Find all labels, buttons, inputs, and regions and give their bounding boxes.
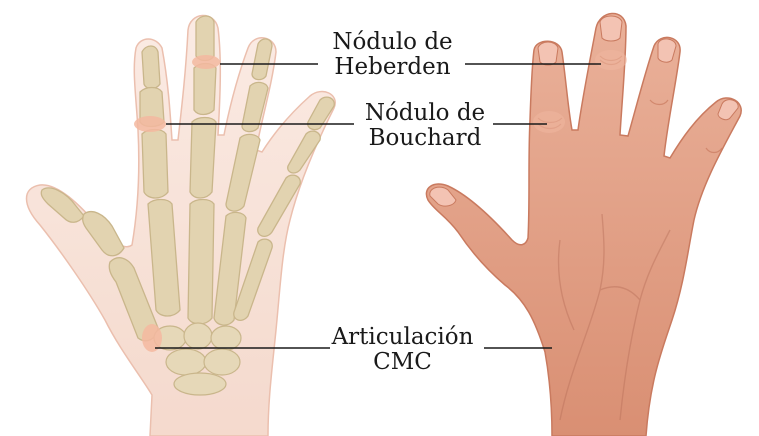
bouchard-label-line2: Bouchard: [360, 126, 490, 151]
bouchard-node-highlight: [134, 116, 166, 132]
index-distal-phalanx: [142, 46, 160, 89]
cmc-label-line1: Articulación: [330, 325, 475, 350]
swollen-pip-joint: [533, 111, 565, 133]
bouchard-node-label: Nódulo de Bouchard: [360, 101, 490, 151]
heberden-label-line1: Nódulo de: [325, 30, 460, 55]
bouchard-label-line1: Nódulo de: [360, 101, 490, 126]
skeleton-hand: [27, 15, 336, 436]
carpal-bone: [174, 373, 226, 395]
middle-proximal-phalanx: [190, 118, 216, 199]
middle-distal-phalanx: [196, 16, 214, 61]
index-proximal-phalanx: [142, 130, 168, 199]
middle-middle-phalanx: [194, 64, 216, 115]
middle-fingernail: [600, 16, 622, 41]
heberden-label-line2: Heberden: [325, 55, 460, 80]
cmc-joint-label: Articulación CMC: [330, 325, 475, 375]
heberden-node-highlight: [192, 55, 220, 69]
index-fingernail: [538, 42, 558, 65]
carpal-bone: [211, 326, 241, 350]
heberden-node-label: Nódulo de Heberden: [325, 30, 460, 80]
cmc-label-line2: CMC: [330, 350, 475, 375]
middle-metacarpal: [188, 200, 214, 325]
carpal-bone: [204, 349, 240, 375]
carpal-bone: [166, 349, 206, 375]
carpal-bone: [184, 323, 212, 349]
swollen-dip-joint: [595, 50, 627, 70]
